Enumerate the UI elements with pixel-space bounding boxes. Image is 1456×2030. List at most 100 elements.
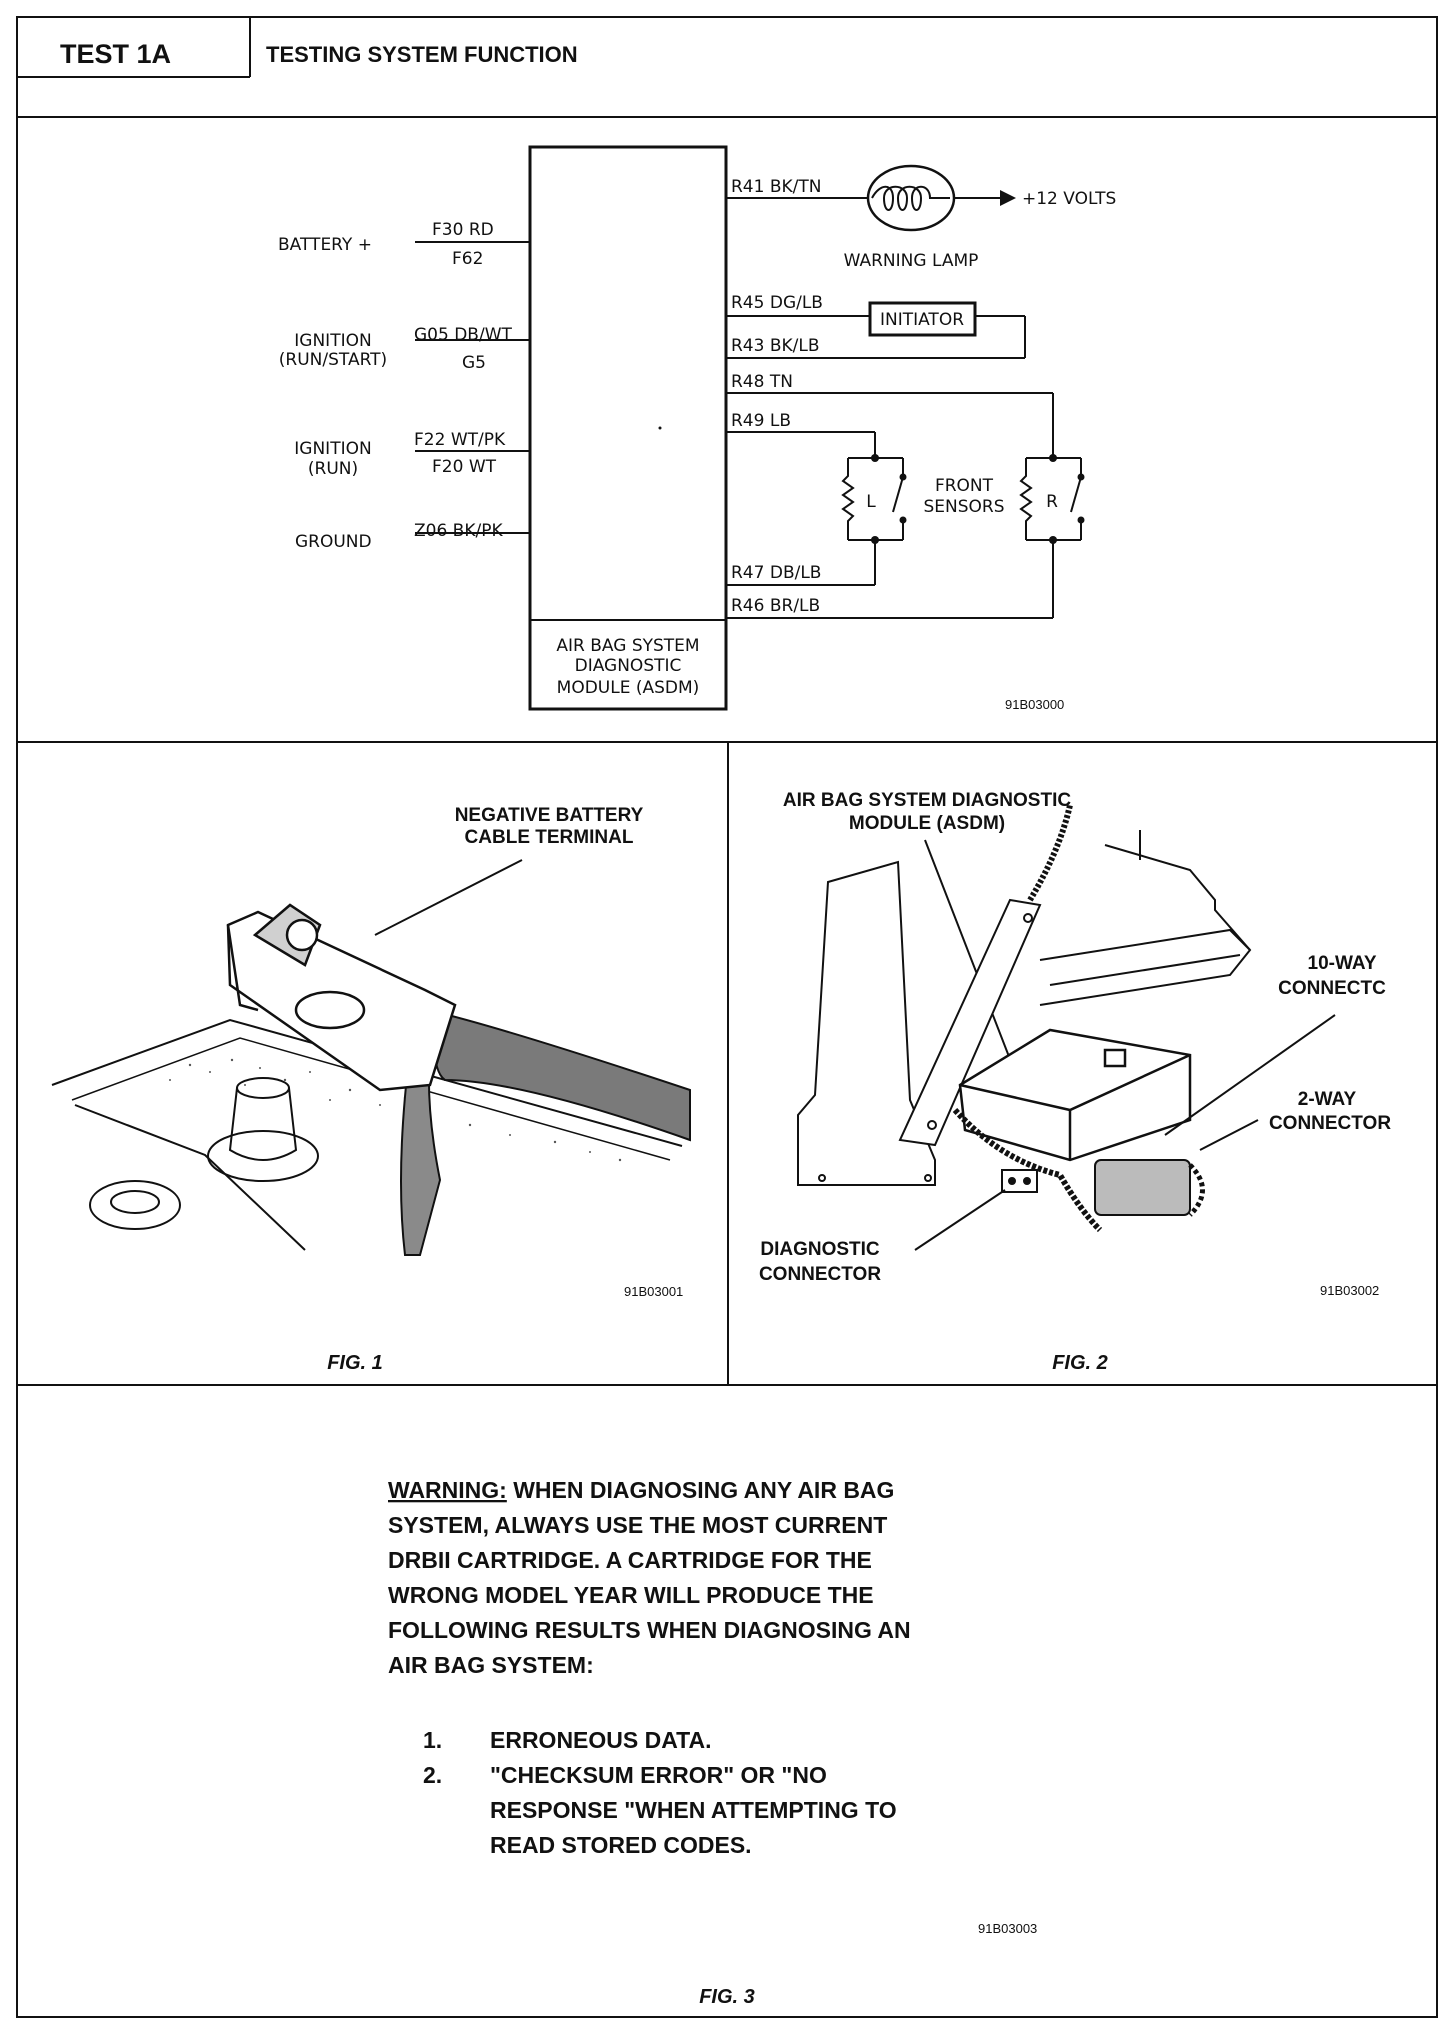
fig3-ref: 91B03003 [978,1921,1037,1936]
asdm-module-box [530,147,726,709]
fig2-diag-leader [915,1190,1005,1250]
washer-icon [90,1181,180,1229]
output-wires [726,198,1053,618]
wire-harness-top [1030,805,1070,900]
fig3-caption: FIG. 3 [699,1986,755,2008]
warning-line-2: DRBII CARTRIDGE. A CARTRIDGE FOR THE [388,1547,872,1573]
front-sensors-label2: SENSORS [923,497,1004,517]
asdm-module [960,1030,1190,1160]
fig2-ten-way-line1: 10-WAY [1308,953,1377,974]
input-ignition-runstart-label2: (RUN/START) [279,350,387,370]
wire-r47-label: R47 DB/LB [731,563,821,583]
item-2-line-2: READ STORED CODES. [490,1832,752,1858]
page-frame [17,17,1437,2017]
fig2-ten-way-line2: CONNECTC [1278,978,1386,999]
input-ignition-runstart-label1: IGNITION [294,331,371,351]
input-ignition-run-label2: (RUN) [308,459,358,479]
input-ignition-run-wire-bottom: F20 WT [432,457,497,477]
item-2-number: 2. [423,1762,442,1788]
input-battery-wire-top: F30 RD [432,220,494,240]
warning-line-0-text: WHEN DIAGNOSING ANY AIR BAG [507,1477,895,1503]
fig1-caption: FIG. 1 [327,1352,383,1374]
warning-label: WARNING: [388,1477,507,1503]
fig2-asdm-line1: AIR BAG SYSTEM DIAGNOSTIC [783,790,1071,811]
mounting-panel [798,862,935,1185]
warning-line-4: FOLLOWING RESULTS WHEN DIAGNOSING AN [388,1617,911,1643]
fig2-asdm-leader [925,840,1020,1085]
page-title: TESTING SYSTEM FUNCTION [266,42,578,67]
input-battery-label: BATTERY + [278,235,372,255]
sensor-right-contact-top [1077,473,1085,481]
header: TEST 1A TESTING SYSTEM FUNCTION [60,39,578,69]
warning-lamp-symbol [868,166,954,230]
fig2-diag-line2: CONNECTOR [759,1264,881,1285]
fig2-asdm-line2: MODULE (ASDM) [849,813,1005,834]
input-wires [415,242,530,533]
fig1-callout-line2: CABLE TERMINAL [465,827,634,848]
wire-harness-bottom [955,1110,1100,1230]
fig2-diag-line1: DIAGNOSTIC [760,1239,880,1260]
sensor-left-node-top [871,454,879,462]
battery-cable [401,1012,690,1255]
sensor-right-contact-bottom [1077,516,1085,524]
sensor-left-contact-bottom [899,516,907,524]
item-2-line-1: RESPONSE "WHEN ATTEMPTING TO [490,1797,897,1823]
fig2-caption: FIG. 2 [1052,1352,1108,1374]
module-label-line1: AIR BAG SYSTEM [556,636,699,656]
dash-structure [1040,830,1250,1005]
input-ground-wire: Z06 BK/PK [414,521,503,541]
ten-way-connector [1095,1160,1203,1215]
wire-r48-label: R48 TN [731,372,793,392]
schematic-ref: 91B03000 [1005,697,1064,712]
diagnostic-connector [1002,1170,1037,1192]
fig1-leader-line [375,860,522,935]
wiring-schematic: AIR BAG SYSTEM DIAGNOSTIC MODULE (ASDM) … [278,147,1116,712]
warning-line-3: WRONG MODEL YEAR WILL PRODUCE THE [388,1582,874,1608]
warning-line-0: WARNING: WHEN DIAGNOSING ANY AIR BAG [388,1477,894,1503]
mounting-bracket [900,900,1040,1145]
battery-post [208,1078,318,1181]
battery-top-outline [52,1020,682,1250]
sensor-right-node-bottom [1049,536,1057,544]
module-dot [658,426,662,430]
fig2-asdm-illustration: AIR BAG SYSTEM DIAGNOSTIC MODULE (ASDM) [759,790,1391,1374]
module-label-line2: DIAGNOSTIC [575,656,682,676]
initiator-label: INITIATOR [880,310,964,330]
input-battery-wire-bottom: F62 [452,249,483,269]
plus12-label: +12 VOLTS [1022,189,1116,209]
wire-r49-label: R49 LB [731,411,791,431]
fig1-callout-line1: NEGATIVE BATTERY [455,805,644,826]
front-sensors-label1: FRONT [935,476,994,496]
fig3-warning-text: WARNING: WHEN DIAGNOSING ANY AIR BAG SYS… [388,1477,1037,2008]
input-ground-label: GROUND [295,532,372,552]
input-ignition-runstart-wire-top: G05 DB/WT [414,325,512,345]
wire-r41-label: R41 BK/TN [731,177,822,197]
sensor-left-contact-top [899,473,907,481]
input-ignition-run-label1: IGNITION [294,439,371,459]
fig2-two-way-line2: CONNECTOR [1269,1113,1391,1134]
item-1-number: 1. [423,1727,442,1753]
sensor-left-node-bottom [871,536,879,544]
wire-r45-label: R45 DG/LB [731,293,823,313]
wire-r43-label: R43 BK/LB [731,336,820,356]
arrow-icon [1000,190,1016,206]
module-label-line3: MODULE (ASDM) [557,678,700,698]
fig2-ten-way-leader [1165,1015,1335,1135]
item-1-line-0: ERRONEOUS DATA. [490,1727,712,1753]
initiator-box [870,303,975,335]
fig2-two-way-line1: 2-WAY [1298,1089,1357,1110]
battery-terminal [228,905,455,1090]
warning-line-5: AIR BAG SYSTEM: [388,1652,594,1678]
input-ignition-run-wire-top: F22 WT/PK [414,430,506,450]
test-id: TEST 1A [60,39,171,69]
input-ignition-runstart-wire-bottom: G5 [462,353,486,373]
warning-lamp-label: WARNING LAMP [844,251,979,271]
sensor-left-label: L [866,492,876,512]
fig2-ref: 91B03002 [1320,1283,1379,1298]
item-2-line-0: "CHECKSUM ERROR" OR "NO [490,1762,827,1788]
wire-r46-label: R46 BR/LB [731,596,820,616]
fig1-ref: 91B03001 [624,1284,683,1299]
sensor-right-label: R [1046,492,1058,512]
warning-line-1: SYSTEM, ALWAYS USE THE MOST CURRENT [388,1512,887,1538]
